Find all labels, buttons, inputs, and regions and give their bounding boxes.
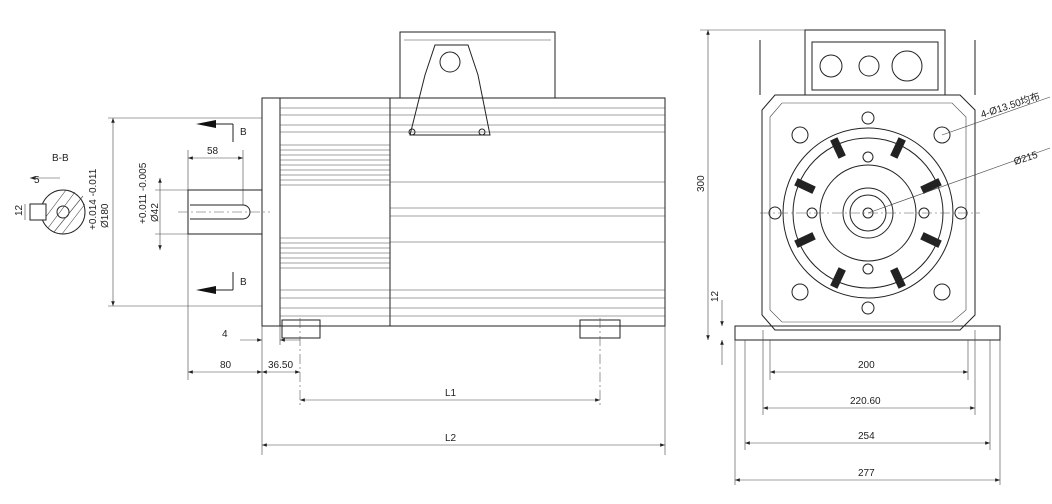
section-b-b: B-B 5 12 (14, 153, 86, 235)
cut-mark-bottom: B (240, 277, 247, 288)
key-length: 58 (207, 146, 219, 157)
height-300: 300 (696, 175, 707, 192)
dim-220-60: 220.60 (850, 396, 881, 407)
shaft-tolerance: +0.011 -0.005 (138, 162, 149, 224)
key-width-label: 5 (34, 175, 40, 186)
bolt-circle-label: Ø215 (1013, 150, 1040, 168)
end-view: 300 12 (696, 29, 1051, 485)
flange-diameter: Ø180 (100, 203, 111, 228)
side-view: Ø180 +0.014 -0.011 Ø42 +0.011 -0.005 B B… (88, 31, 666, 455)
foot-offset: 36.50 (268, 360, 293, 371)
shaft-diameter: Ø42 (150, 203, 161, 222)
flange-thickness: 4 (222, 329, 228, 340)
cut-mark-top: B (240, 127, 247, 138)
flange-tolerance: +0.014 -0.011 (88, 168, 99, 230)
dim-277: 277 (858, 468, 875, 479)
dim-l1: L1 (445, 388, 457, 399)
cooling-fins (280, 107, 665, 317)
key-height-label: 12 (14, 204, 25, 216)
dim-254: 254 (858, 431, 875, 442)
dim-200: 200 (858, 360, 875, 371)
shaft-length: 80 (220, 360, 232, 371)
bolt-holes-label: 4-Ø13.50均布 (979, 90, 1041, 120)
section-label: B-B (52, 153, 69, 164)
dim-l2: L2 (445, 433, 457, 444)
base-thickness: 12 (710, 290, 721, 302)
